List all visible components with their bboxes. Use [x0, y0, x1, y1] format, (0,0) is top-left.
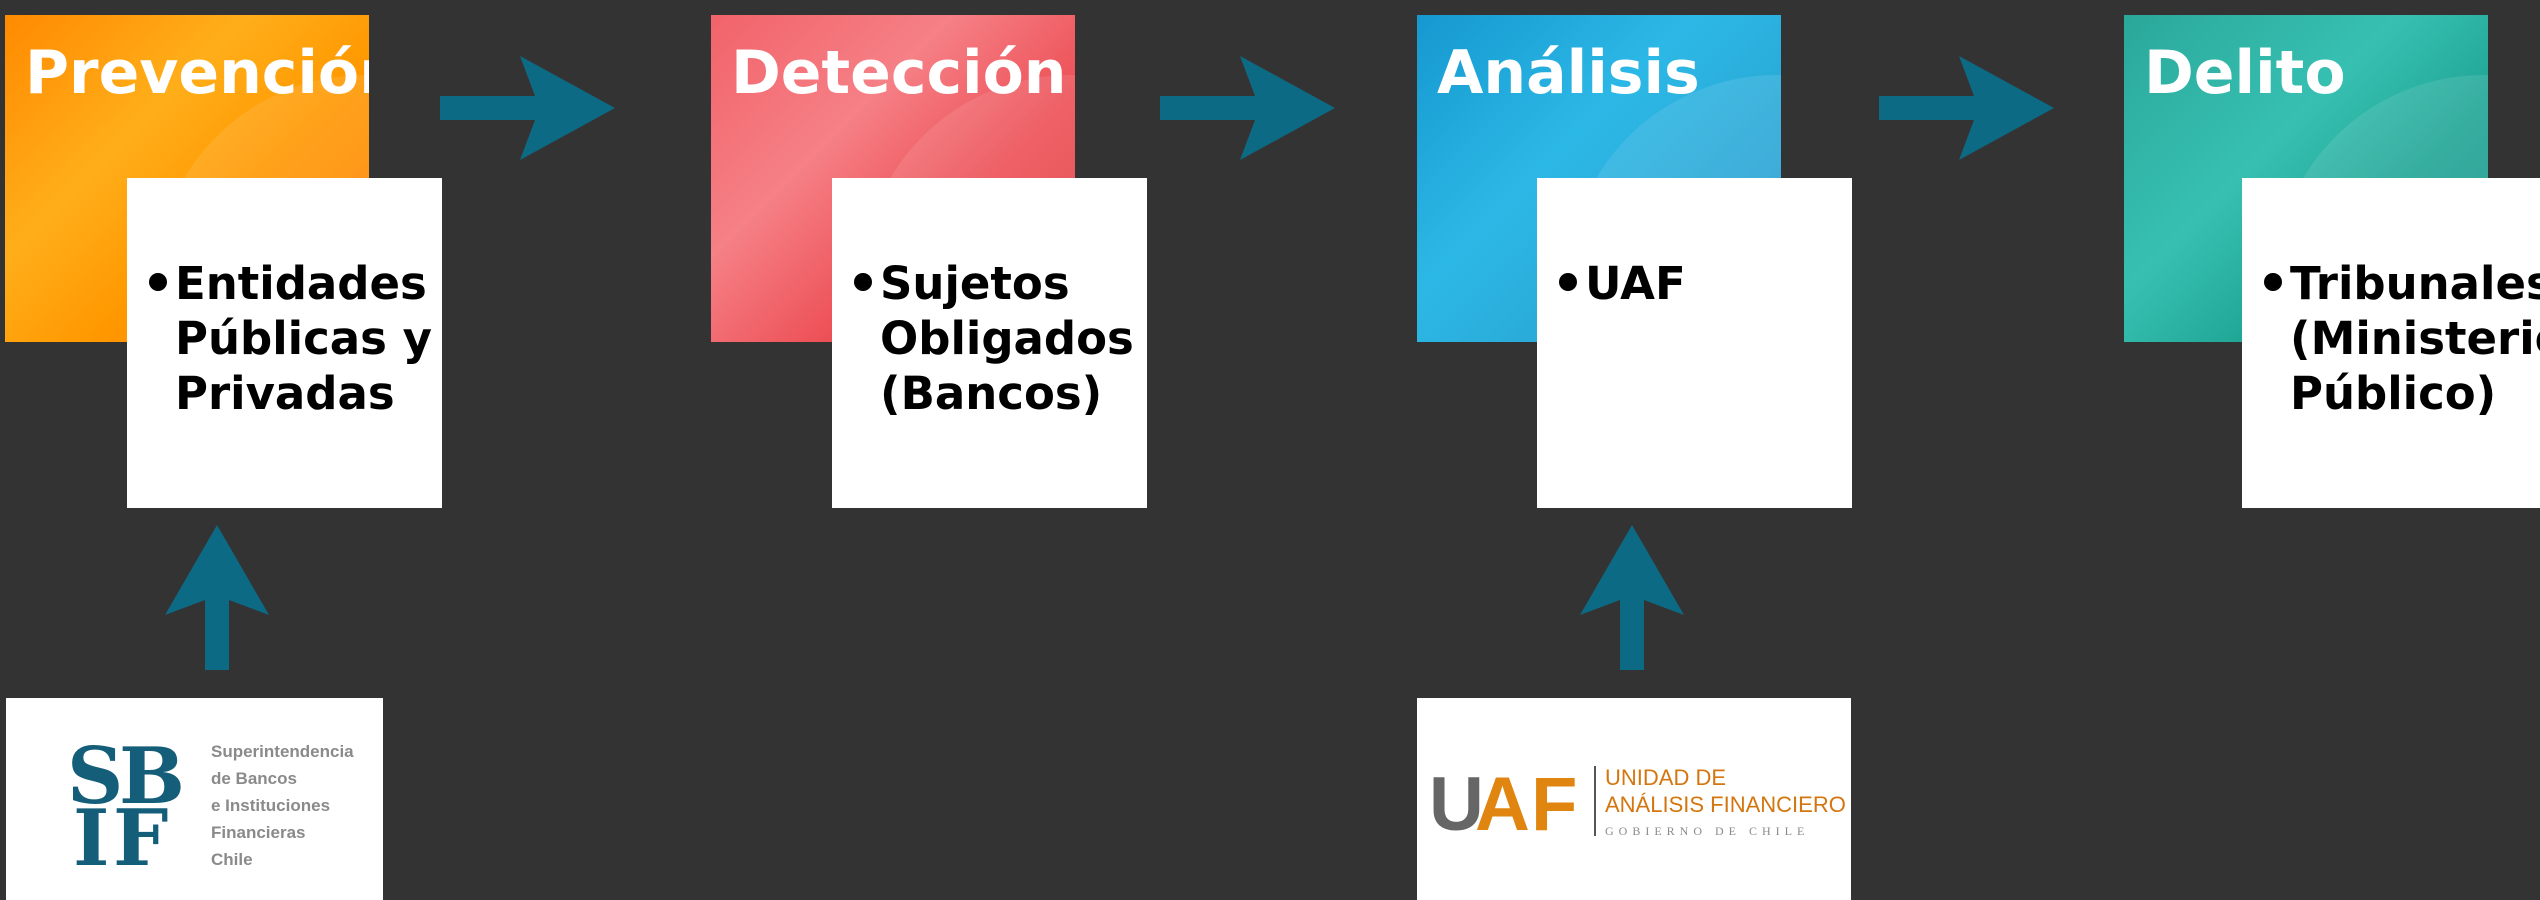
actor-box-prevencion: Entidades Públicas y Privadas: [127, 178, 442, 508]
actor-box-delito: Tribunales (Ministerio Público): [2242, 178, 2540, 508]
sbif-name: Superintendencia de Bancos e Institucion…: [211, 742, 354, 869]
sbif-logo: S B I F Superintendencia de Bancos e Ins…: [6, 698, 383, 900]
flow-arrow-right-icon: [1160, 56, 1335, 160]
actor-box-analisis: UAF: [1537, 178, 1852, 508]
stage-title: Prevención: [25, 38, 369, 108]
actor-list: Sujetos Obligados (Bancos): [854, 256, 1134, 421]
sbif-mark-icon: S B I F: [67, 731, 185, 884]
stage-title: Análisis: [1437, 38, 1700, 108]
actor-item: UAF: [1585, 257, 1686, 310]
actor-item: Tribunales (Ministerio Público): [2290, 257, 2540, 420]
uaf-name: UNIDAD DE ANÁLISIS FINANCIERO: [1605, 765, 1846, 817]
actor-list: Tribunales (Ministerio Público): [2264, 256, 2540, 421]
bullet-icon: [854, 273, 872, 291]
actor-item: Entidades Públicas y Privadas: [175, 257, 432, 420]
flow-arrow-right-icon: [440, 56, 615, 160]
stage-title: Detección: [731, 38, 1067, 108]
svg-text:A: A: [1475, 768, 1528, 836]
flow-arrow-right-icon: [1879, 56, 2054, 160]
actor-box-deteccion: Sujetos Obligados (Bancos): [832, 178, 1147, 508]
stage-title: Delito: [2144, 38, 2346, 108]
uaf-logo: U A F UNIDAD DE ANÁLISIS FINANCIERO GOBI…: [1417, 698, 1851, 900]
actor-list: Entidades Públicas y Privadas: [149, 256, 432, 421]
bullet-icon: [2264, 273, 2282, 291]
bullet-icon: [1559, 273, 1577, 291]
uaf-mark-icon: U A F: [1429, 768, 1587, 836]
svg-text:F: F: [1531, 768, 1575, 836]
bullet-icon: [149, 273, 167, 291]
actor-item: Sujetos Obligados (Bancos): [880, 257, 1134, 420]
actor-list: UAF: [1559, 256, 1686, 311]
flow-arrow-up-icon: [1580, 525, 1684, 670]
uaf-tagline: GOBIERNO DE CHILE: [1605, 824, 1810, 838]
divider: [1594, 766, 1596, 836]
flow-arrow-up-icon: [165, 525, 269, 670]
svg-text:U: U: [1429, 768, 1480, 836]
